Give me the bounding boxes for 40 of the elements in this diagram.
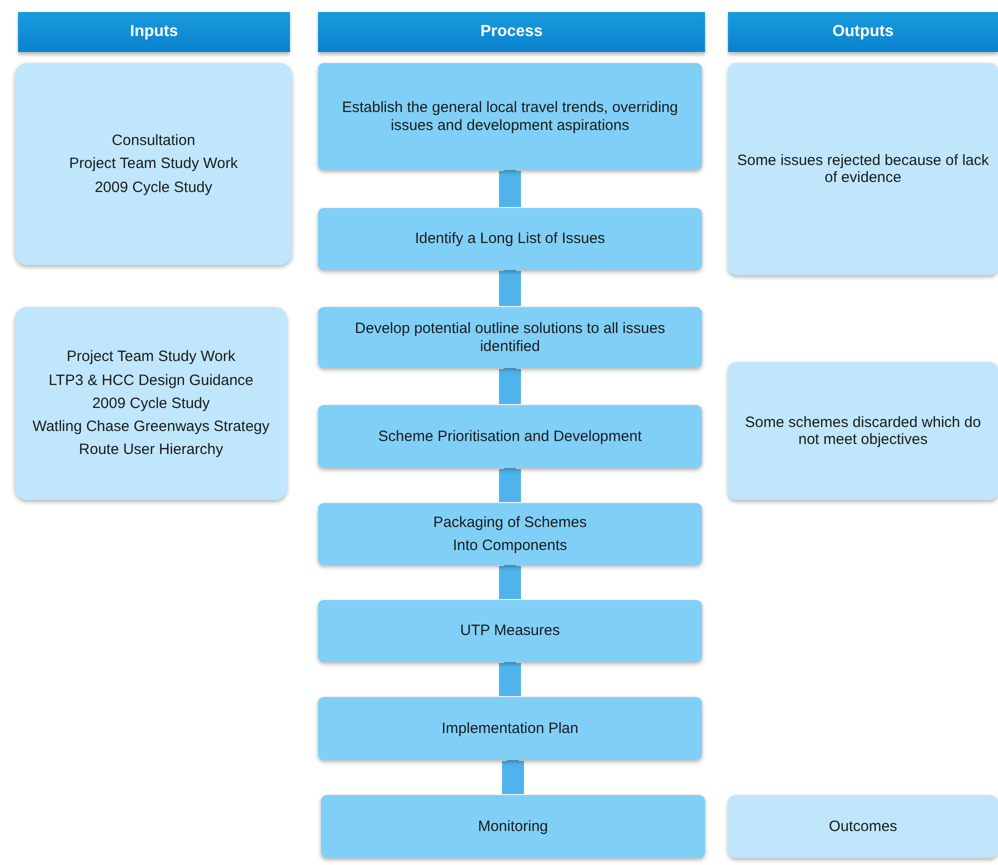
input-box: [15, 63, 292, 265]
box-text: UTP Measures: [460, 622, 560, 640]
header-text: Inputs: [130, 22, 178, 42]
box-text: Project Team Study Work: [69, 155, 238, 173]
output-box: [728, 795, 998, 858]
box-text: Route User Hierarchy: [78, 441, 224, 459]
process-box: [318, 63, 702, 170]
header-text: Outputs: [832, 22, 894, 42]
box-text: 2009 Cycle Study: [92, 394, 210, 412]
process-box: [318, 503, 702, 565]
box-text: Scheme Prioritisation and Development: [378, 428, 642, 446]
box-text: Watling Chase Greenways Strategy: [32, 418, 270, 436]
box-text: Establish the general local travel trends, overriding issues and development aspirations: [340, 99, 679, 134]
box-text: Project Team Study Work: [66, 348, 236, 366]
box-text: Some issues rejected because of lack of evidence: [736, 152, 990, 186]
process-box: [321, 795, 705, 858]
input-box: [15, 307, 287, 500]
box-text: Identify a Long List of Issues: [414, 230, 606, 248]
process-box: [318, 405, 702, 468]
process-box: [318, 600, 702, 662]
arrow: [499, 167, 521, 207]
process-box: [318, 307, 702, 368]
box-text: Develop potential outline solutions to all issues identified: [354, 320, 666, 355]
box-text: 2009 Cycle Study: [94, 178, 212, 196]
output-box: [728, 362, 998, 500]
box-text: Monitoring: [478, 818, 548, 836]
box-text: Outcomes: [828, 818, 898, 836]
box-text: Packaging of Schemes: [433, 514, 587, 531]
process-box: [318, 697, 702, 760]
header-text: Process: [480, 22, 543, 42]
box-text: LTP3 & HCC Design Guidance: [48, 372, 254, 389]
box-text: Implementation Plan: [442, 720, 578, 738]
column-header: [18, 12, 290, 52]
output-box: [728, 63, 998, 275]
column-header: [728, 12, 998, 52]
box-text: Consultation: [112, 132, 196, 150]
column-header: [318, 12, 705, 52]
box-text: Into Components: [452, 537, 568, 554]
box-text: Some schemes discarded which do not meet objectives: [744, 414, 982, 448]
process-box: [318, 208, 702, 270]
